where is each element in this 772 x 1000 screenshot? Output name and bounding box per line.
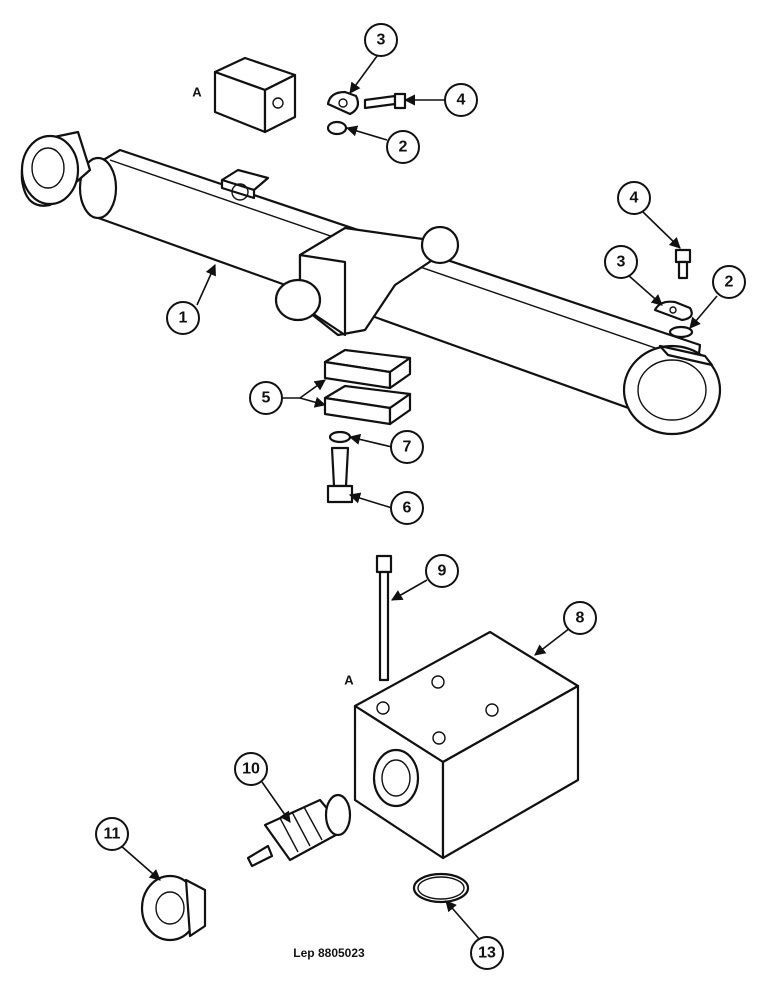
svg-text:10: 10 (242, 761, 260, 778)
svg-text:4: 4 (457, 92, 466, 109)
svg-text:4: 4 (630, 190, 639, 207)
svg-text:5: 5 (262, 390, 271, 407)
callout-4-top: 4 (444, 83, 478, 117)
screw-top (363, 92, 407, 110)
callout-3-top: 3 (364, 23, 398, 57)
svg-text:3: 3 (377, 32, 386, 49)
callout-4-right: 4 (617, 181, 651, 215)
callout-8: 8 (563, 601, 597, 635)
valve-block-top (213, 56, 297, 134)
svg-text:1: 1 (179, 310, 188, 327)
plug (140, 874, 207, 942)
view-label-a-bottom: A (344, 673, 354, 688)
valve-cartridge (246, 793, 352, 868)
clamp-plate-top (326, 90, 360, 116)
callout-10: 10 (234, 752, 268, 786)
view-label-a-top: A (192, 85, 202, 100)
drawing-reference: Lep 8805023 (293, 946, 365, 960)
svg-text:6: 6 (403, 500, 412, 517)
svg-text:9: 9 (438, 563, 447, 580)
leader-lines (119, 51, 718, 941)
svg-text:11: 11 (104, 826, 121, 843)
svg-text:3: 3 (617, 254, 626, 271)
callout-11: 11 (95, 817, 129, 851)
bolt (326, 446, 354, 504)
callout-5: 5 (249, 381, 283, 415)
svg-text:13: 13 (478, 945, 496, 962)
callout-2-top: 2 (386, 130, 420, 164)
callout-3-right: 3 (604, 245, 638, 279)
valve-block (353, 630, 580, 860)
svg-text:7: 7 (403, 439, 412, 456)
screw-right (674, 248, 692, 280)
clamp-halves (323, 348, 412, 426)
callout-7: 7 (390, 430, 424, 464)
cap-screw (375, 554, 393, 682)
o-ring-top (326, 120, 348, 136)
svg-text:8: 8 (576, 610, 585, 627)
hydraulic-cylinder (20, 130, 722, 436)
callout-1: 1 (166, 301, 200, 335)
washer (328, 430, 352, 444)
callout-6: 6 (390, 491, 424, 525)
svg-text:2: 2 (399, 139, 408, 156)
callout-13: 13 (470, 936, 504, 970)
o-ring-right (668, 325, 694, 339)
callout-9: 9 (425, 554, 459, 588)
o-ring-bottom (412, 872, 470, 904)
svg-text:2: 2 (725, 274, 734, 291)
callout-2-right: 2 (712, 265, 746, 299)
